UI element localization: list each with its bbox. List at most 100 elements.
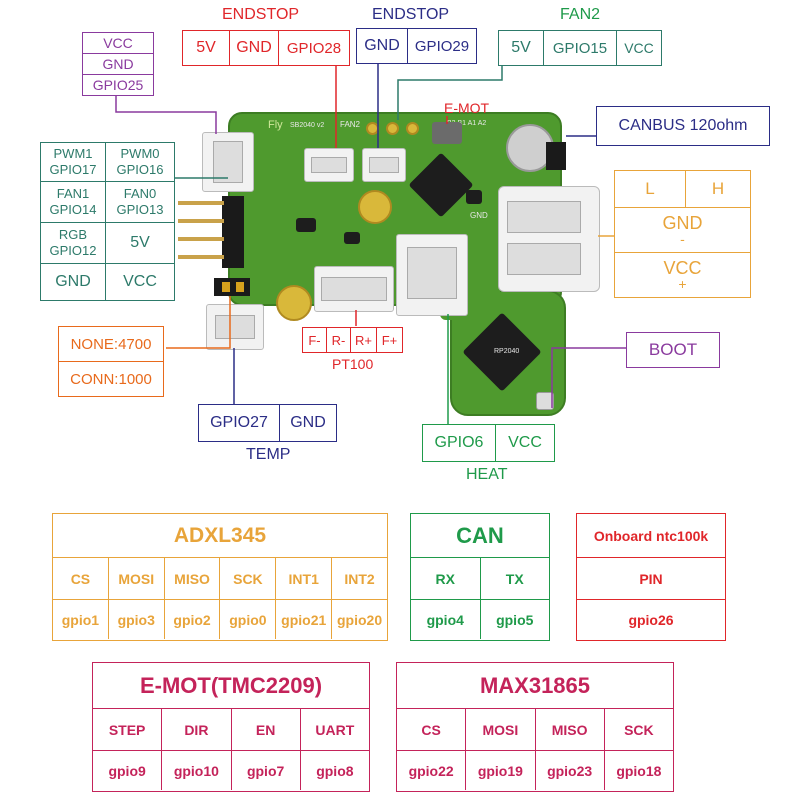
adxl345-val-int2: gpio20 — [331, 600, 387, 639]
grid-pwm0: PWM0 GPIO16 — [105, 142, 175, 182]
header-pin — [178, 201, 224, 205]
fan2-pin-5v: 5V — [498, 30, 544, 66]
endstop-connector-2 — [362, 148, 406, 182]
emot-header-row: STEP DIR EN UART — [93, 709, 369, 751]
pt100-title: PT100 — [332, 356, 374, 372]
max31865-val-sck: gpio18 — [603, 751, 673, 790]
max31865-title: MAX31865 — [397, 663, 673, 709]
pt100-pin-r-plus: R+ — [350, 327, 377, 353]
adxl345-value-row: gpio1 gpio3 gpio2 gpio0 gpio21 gpio20 — [53, 600, 387, 639]
pad — [386, 122, 399, 135]
label-gnd: GND — [82, 53, 154, 75]
smd-chip — [466, 190, 482, 204]
adxl345-val-mosi: gpio3 — [107, 600, 164, 639]
emot-val-step: gpio9 — [108, 762, 146, 779]
power-gnd-text: GND — [662, 213, 703, 233]
endstop-2-title: ENDSTOP — [372, 6, 450, 23]
emot-col-uart: UART — [299, 709, 369, 750]
max31865-val-mosi: gpio19 — [465, 751, 534, 790]
endstop-1-pin-5v: 5V — [182, 30, 230, 66]
heat-pin-gpio6: GPIO6 — [422, 424, 496, 462]
power-l: L — [614, 170, 686, 208]
grid-pwm1: PWM1 GPIO17 — [40, 142, 106, 182]
endstop-1-pin-gpio28: GPIO28 — [278, 30, 350, 66]
adxl345-val-miso: gpio2 — [163, 600, 220, 639]
endstop-2-pin-gpio29: GPIO29 — [407, 28, 477, 64]
max31865-col-sck: SCK — [603, 709, 673, 750]
temp-connector — [206, 304, 264, 350]
ntc-title: Onboard ntc100k — [577, 514, 725, 558]
pt100-pin-r-minus: R- — [326, 327, 351, 353]
jumper-pin — [222, 282, 230, 292]
can-val-rx: gpio4 — [426, 611, 464, 628]
board-motor-pins: B2 B1 A1 A2 — [447, 120, 487, 127]
boot-button — [536, 392, 554, 410]
endstop-connector-1 — [304, 148, 354, 182]
power-h: H — [685, 170, 751, 208]
jumper-pin — [236, 282, 244, 292]
emot-title: E-MOT(TMC2209) — [93, 663, 369, 709]
fan2-title: FAN2 — [560, 6, 601, 23]
header-pin — [178, 219, 224, 223]
adxl345-col-int2: INT2 — [331, 558, 387, 599]
power-gnd-sign: - — [680, 231, 685, 247]
fan2-pin-vcc: VCC — [616, 30, 662, 66]
can-val-tx: gpio5 — [479, 600, 550, 639]
adxl345-col-cs: CS — [70, 570, 91, 587]
smd-chip — [344, 232, 360, 244]
pt100-pin-f-minus: F- — [302, 327, 327, 353]
heat-connector — [396, 234, 468, 316]
max31865-col-cs: CS — [421, 721, 441, 738]
power-gnd: GND - — [614, 207, 751, 253]
header-pin — [178, 237, 224, 241]
adxl345-val-int1: gpio21 — [275, 600, 331, 639]
power-vcc-sign: + — [678, 276, 687, 292]
endstop-2-pin-gnd: GND — [356, 28, 408, 64]
adxl345-title: ADXL345 — [53, 514, 387, 558]
temp-pin-gnd: GND — [279, 404, 337, 442]
grid-fan1: FAN1 GPIO14 — [40, 181, 106, 223]
ntc-value-row: gpio26 — [577, 600, 725, 639]
can-col-rx: RX — [435, 570, 455, 587]
emot-col-en: EN — [230, 709, 300, 750]
fan2-pin-gpio15: GPIO15 — [543, 30, 617, 66]
grid-5v: 5V — [105, 222, 175, 264]
canbus-label: CANBUS 120ohm — [596, 106, 770, 146]
grid-vcc: VCC — [105, 263, 175, 301]
pad — [406, 122, 419, 135]
power-vcc-text: VCC — [663, 258, 702, 278]
power-connector — [498, 186, 600, 292]
max31865-val-cs: gpio22 — [408, 762, 454, 779]
power-vcc: VCC + — [614, 252, 751, 298]
canbus-jumper — [546, 142, 566, 170]
temp-title: TEMP — [246, 446, 291, 463]
emot-connector — [432, 122, 462, 144]
emot-val-uart: gpio8 — [299, 751, 369, 790]
adxl345-col-mosi: MOSI — [107, 558, 164, 599]
pt100-connector — [314, 266, 394, 312]
pt100-pin-f-plus: F+ — [376, 327, 403, 353]
board-brand: Fly — [268, 119, 283, 131]
grid-rgb: RGB GPIO12 — [40, 222, 106, 264]
grid-gnd: GND — [40, 263, 106, 301]
emot-value-row: gpio9 gpio10 gpio7 gpio8 — [93, 751, 369, 790]
adxl345-table: ADXL345 CS MOSI MISO SCK INT1 INT2 gpio1… — [52, 513, 388, 641]
can-value-row: gpio4 gpio5 — [411, 600, 549, 639]
adxl345-col-miso: MISO — [163, 558, 220, 599]
resistor-none-4700: NONE:4700 — [58, 326, 164, 362]
emot-label: E-MOT — [444, 100, 490, 116]
adxl345-val-sck: gpio0 — [219, 600, 275, 639]
heat-title: HEAT — [466, 466, 508, 483]
heat-pin-vcc: VCC — [495, 424, 555, 462]
max31865-col-miso: MISO — [534, 709, 604, 750]
board-fan2-label: FAN2 — [340, 120, 361, 129]
can-table: CAN RX TX gpio4 gpio5 — [410, 513, 550, 641]
boot-label: BOOT — [626, 332, 720, 368]
pin-header — [222, 196, 244, 268]
adxl345-col-int1: INT1 — [275, 558, 331, 599]
rp2040-label: RP2040 — [494, 348, 520, 355]
ntc-pin-label: PIN — [639, 570, 663, 587]
can-header-row: RX TX — [411, 558, 549, 600]
adxl345-col-sck: SCK — [219, 558, 275, 599]
resistor-conn-1000: CONN:1000 — [58, 361, 164, 397]
